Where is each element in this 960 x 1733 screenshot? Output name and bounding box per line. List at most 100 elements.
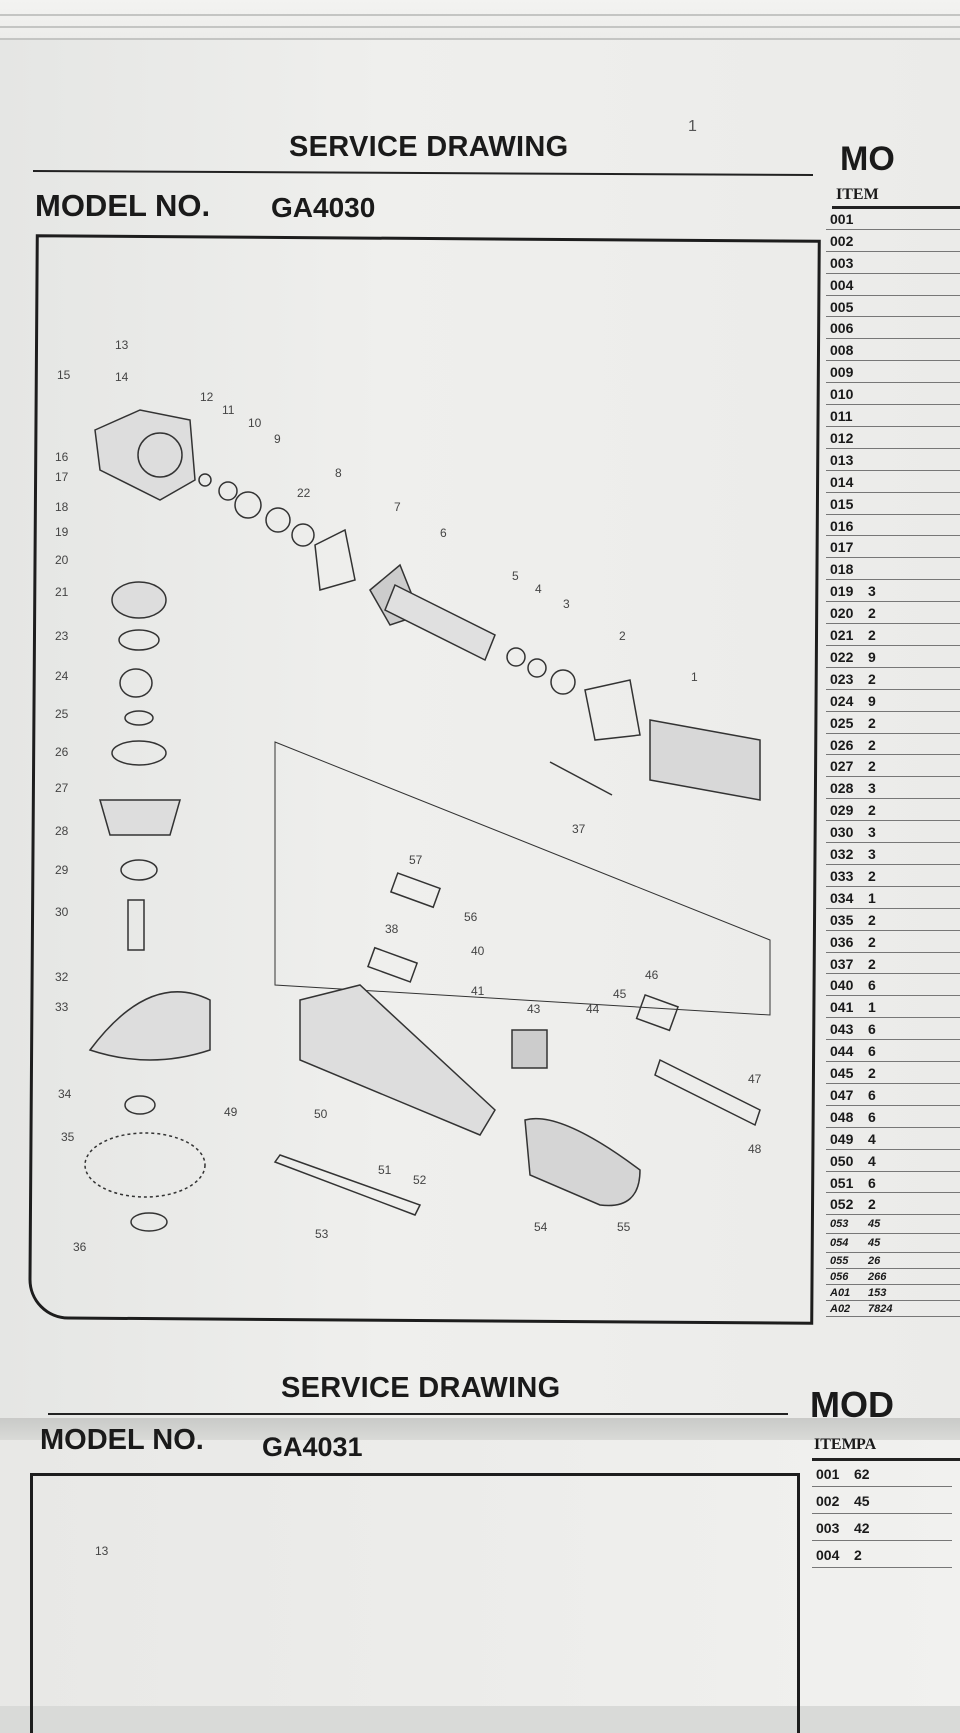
item-cell: 017 xyxy=(830,539,854,556)
callout-20: 20 xyxy=(55,553,69,567)
motor-housing-parts xyxy=(273,741,771,1216)
item-cell: 020 xyxy=(830,605,854,622)
item-cell: 037 xyxy=(830,955,854,972)
callout-9: 9 xyxy=(274,432,281,446)
callout-56: 56 xyxy=(464,910,478,924)
callout-10: 10 xyxy=(248,416,262,430)
item-cell: 011 xyxy=(830,408,853,425)
part-no-cell: 3 xyxy=(868,780,876,797)
part-no-cell: 45 xyxy=(868,1218,881,1231)
callout-14: 14 xyxy=(115,370,129,384)
part-no-cell: 2 xyxy=(868,714,876,731)
callout-1: 1 xyxy=(691,670,698,684)
item-cell: 022 xyxy=(830,648,854,665)
table-row: 016 xyxy=(826,515,960,537)
callout-49: 49 xyxy=(224,1105,238,1119)
item-cell: 004 xyxy=(830,276,854,293)
table-row: 002 xyxy=(826,230,960,252)
service-drawing-sheet-ga4030 xyxy=(0,40,960,1418)
part-no-cell: 266 xyxy=(868,1270,887,1283)
table-row: 020 2 xyxy=(826,602,960,625)
sheet2-drawing-frame xyxy=(30,1473,800,1733)
table-row: 011 xyxy=(826,405,960,427)
callout-22: 22 xyxy=(297,486,311,500)
callout-4: 4 xyxy=(535,582,542,596)
item-cell: 001 xyxy=(816,1465,840,1482)
col-item-header: ITEM xyxy=(836,186,879,203)
part-no-cell: 3 xyxy=(868,583,876,600)
callout-34: 34 xyxy=(58,1087,72,1101)
callout-55: 55 xyxy=(617,1220,631,1234)
part-no-cell: 7824 xyxy=(868,1302,893,1315)
part-no-cell: 42 xyxy=(854,1519,870,1536)
table-row: 009 xyxy=(826,361,960,384)
part-no-cell: 3 xyxy=(868,824,876,841)
sheet2-title: SERVICE DRAWING xyxy=(281,1372,561,1404)
item-cell: 050 xyxy=(830,1152,854,1169)
part-no-cell: 2 xyxy=(868,670,876,687)
item-cell: 036 xyxy=(830,933,854,950)
callout-8: 8 xyxy=(335,466,342,480)
item-cell: 003 xyxy=(830,254,854,271)
item-cell: 023 xyxy=(830,670,854,687)
item-cell: 028 xyxy=(830,780,854,797)
callout-24: 24 xyxy=(55,669,69,683)
item-cell: 043 xyxy=(830,1021,854,1038)
item-cell: 055 xyxy=(830,1254,849,1267)
callout-44: 44 xyxy=(586,1002,600,1016)
callout-50: 50 xyxy=(314,1107,328,1121)
table-row: 001 xyxy=(826,208,960,230)
callout-33: 33 xyxy=(55,1000,69,1014)
item-cell: 010 xyxy=(830,386,854,403)
part-no-cell: 2 xyxy=(868,605,876,622)
callout-40: 40 xyxy=(471,944,485,958)
item-cell: 034 xyxy=(830,889,854,906)
callout-36: 36 xyxy=(73,1240,87,1254)
callout-32: 32 xyxy=(55,970,69,984)
callout-29: 29 xyxy=(55,863,69,877)
sheet2-model-label: MODEL NO. xyxy=(40,1424,204,1456)
table-heading: MO xyxy=(840,140,895,178)
item-cell: 040 xyxy=(830,977,854,994)
item-cell: 008 xyxy=(830,342,854,359)
sheet2-header-rule xyxy=(812,1458,960,1461)
part-no-cell: 2 xyxy=(854,1546,862,1563)
part-no-cell: 1 xyxy=(868,889,876,906)
callout-35: 35 xyxy=(61,1130,75,1144)
part-no-cell: 2 xyxy=(868,955,876,972)
table-row: 004 xyxy=(826,274,960,296)
item-cell: 004 xyxy=(816,1546,840,1563)
part-no-cell: 4 xyxy=(868,1130,876,1147)
item-cell: 018 xyxy=(830,561,854,578)
item-cell: 051 xyxy=(830,1174,854,1191)
table-row: 015 xyxy=(826,493,960,515)
table-header-rule xyxy=(832,206,960,209)
table-row: 004 2 xyxy=(812,1541,952,1568)
item-cell: 033 xyxy=(830,867,854,884)
callout-15: 15 xyxy=(57,368,71,382)
callout-16: 16 xyxy=(55,450,69,464)
item-cell: 021 xyxy=(830,627,854,644)
sheet2-col-part: PA xyxy=(856,1436,877,1453)
table-row: 018 xyxy=(826,558,960,581)
model-value: GA4030 xyxy=(271,192,376,223)
model-label: MODEL NO. xyxy=(35,188,211,223)
item-cell: 002 xyxy=(816,1492,840,1509)
callout-12: 12 xyxy=(200,390,214,404)
table-row: 023 2 xyxy=(826,668,960,690)
item-cell: 003 xyxy=(816,1519,840,1536)
